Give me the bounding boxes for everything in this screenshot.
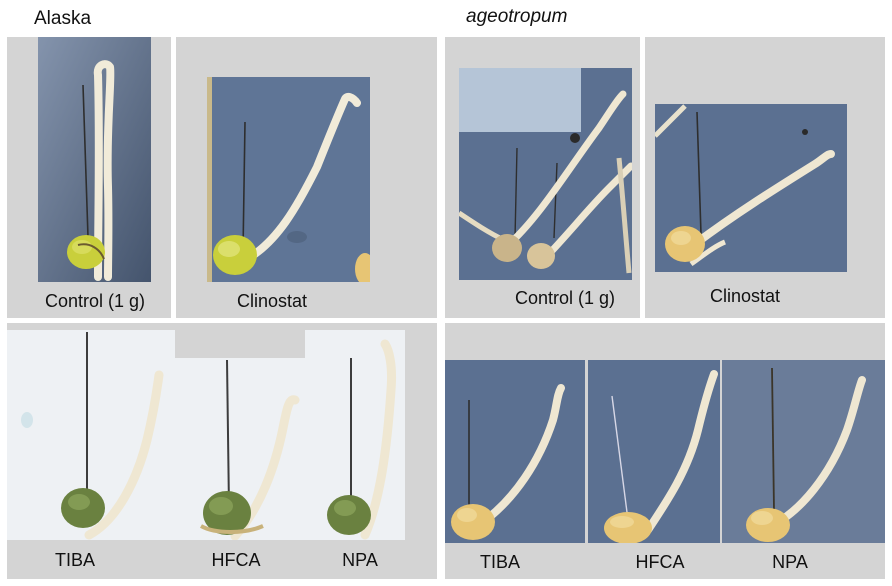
label-alaska-control: Control (1 g) bbox=[44, 291, 146, 311]
photo-ageotropum-hfca bbox=[588, 360, 720, 543]
photo-ageotropum-tiba bbox=[445, 360, 585, 543]
photo-ageotropum-control bbox=[459, 68, 632, 280]
photo-alaska-clinostat bbox=[207, 77, 370, 282]
photo-alaska-npa bbox=[305, 330, 405, 540]
divider bbox=[171, 37, 176, 318]
photo-ageotropum-clinostat bbox=[655, 104, 847, 272]
label-ageotropum-tiba: TIBA bbox=[479, 552, 520, 572]
group-title-ageotropum: ageotropum bbox=[466, 6, 568, 27]
label-ageotropum-npa: NPA bbox=[772, 552, 808, 572]
photo-ageotropum-npa bbox=[722, 360, 885, 543]
photo-alaska-control bbox=[38, 37, 151, 282]
divider bbox=[640, 37, 645, 318]
label-alaska-hfca: HFCA bbox=[211, 550, 261, 570]
label-alaska-npa: NPA bbox=[342, 550, 378, 570]
label-ageotropum-clinostat: Clinostat bbox=[709, 286, 781, 306]
label-alaska-tiba: TIBA bbox=[54, 550, 95, 570]
label-ageotropum-hfca: HFCA bbox=[635, 552, 685, 572]
photo-alaska-tiba bbox=[7, 330, 175, 540]
label-ageotropum-control: Control (1 g) bbox=[514, 288, 616, 308]
photo-alaska-hfca bbox=[175, 358, 305, 540]
group-title-alaska: Alaska bbox=[34, 8, 92, 29]
label-alaska-clinostat: Clinostat bbox=[236, 291, 308, 311]
